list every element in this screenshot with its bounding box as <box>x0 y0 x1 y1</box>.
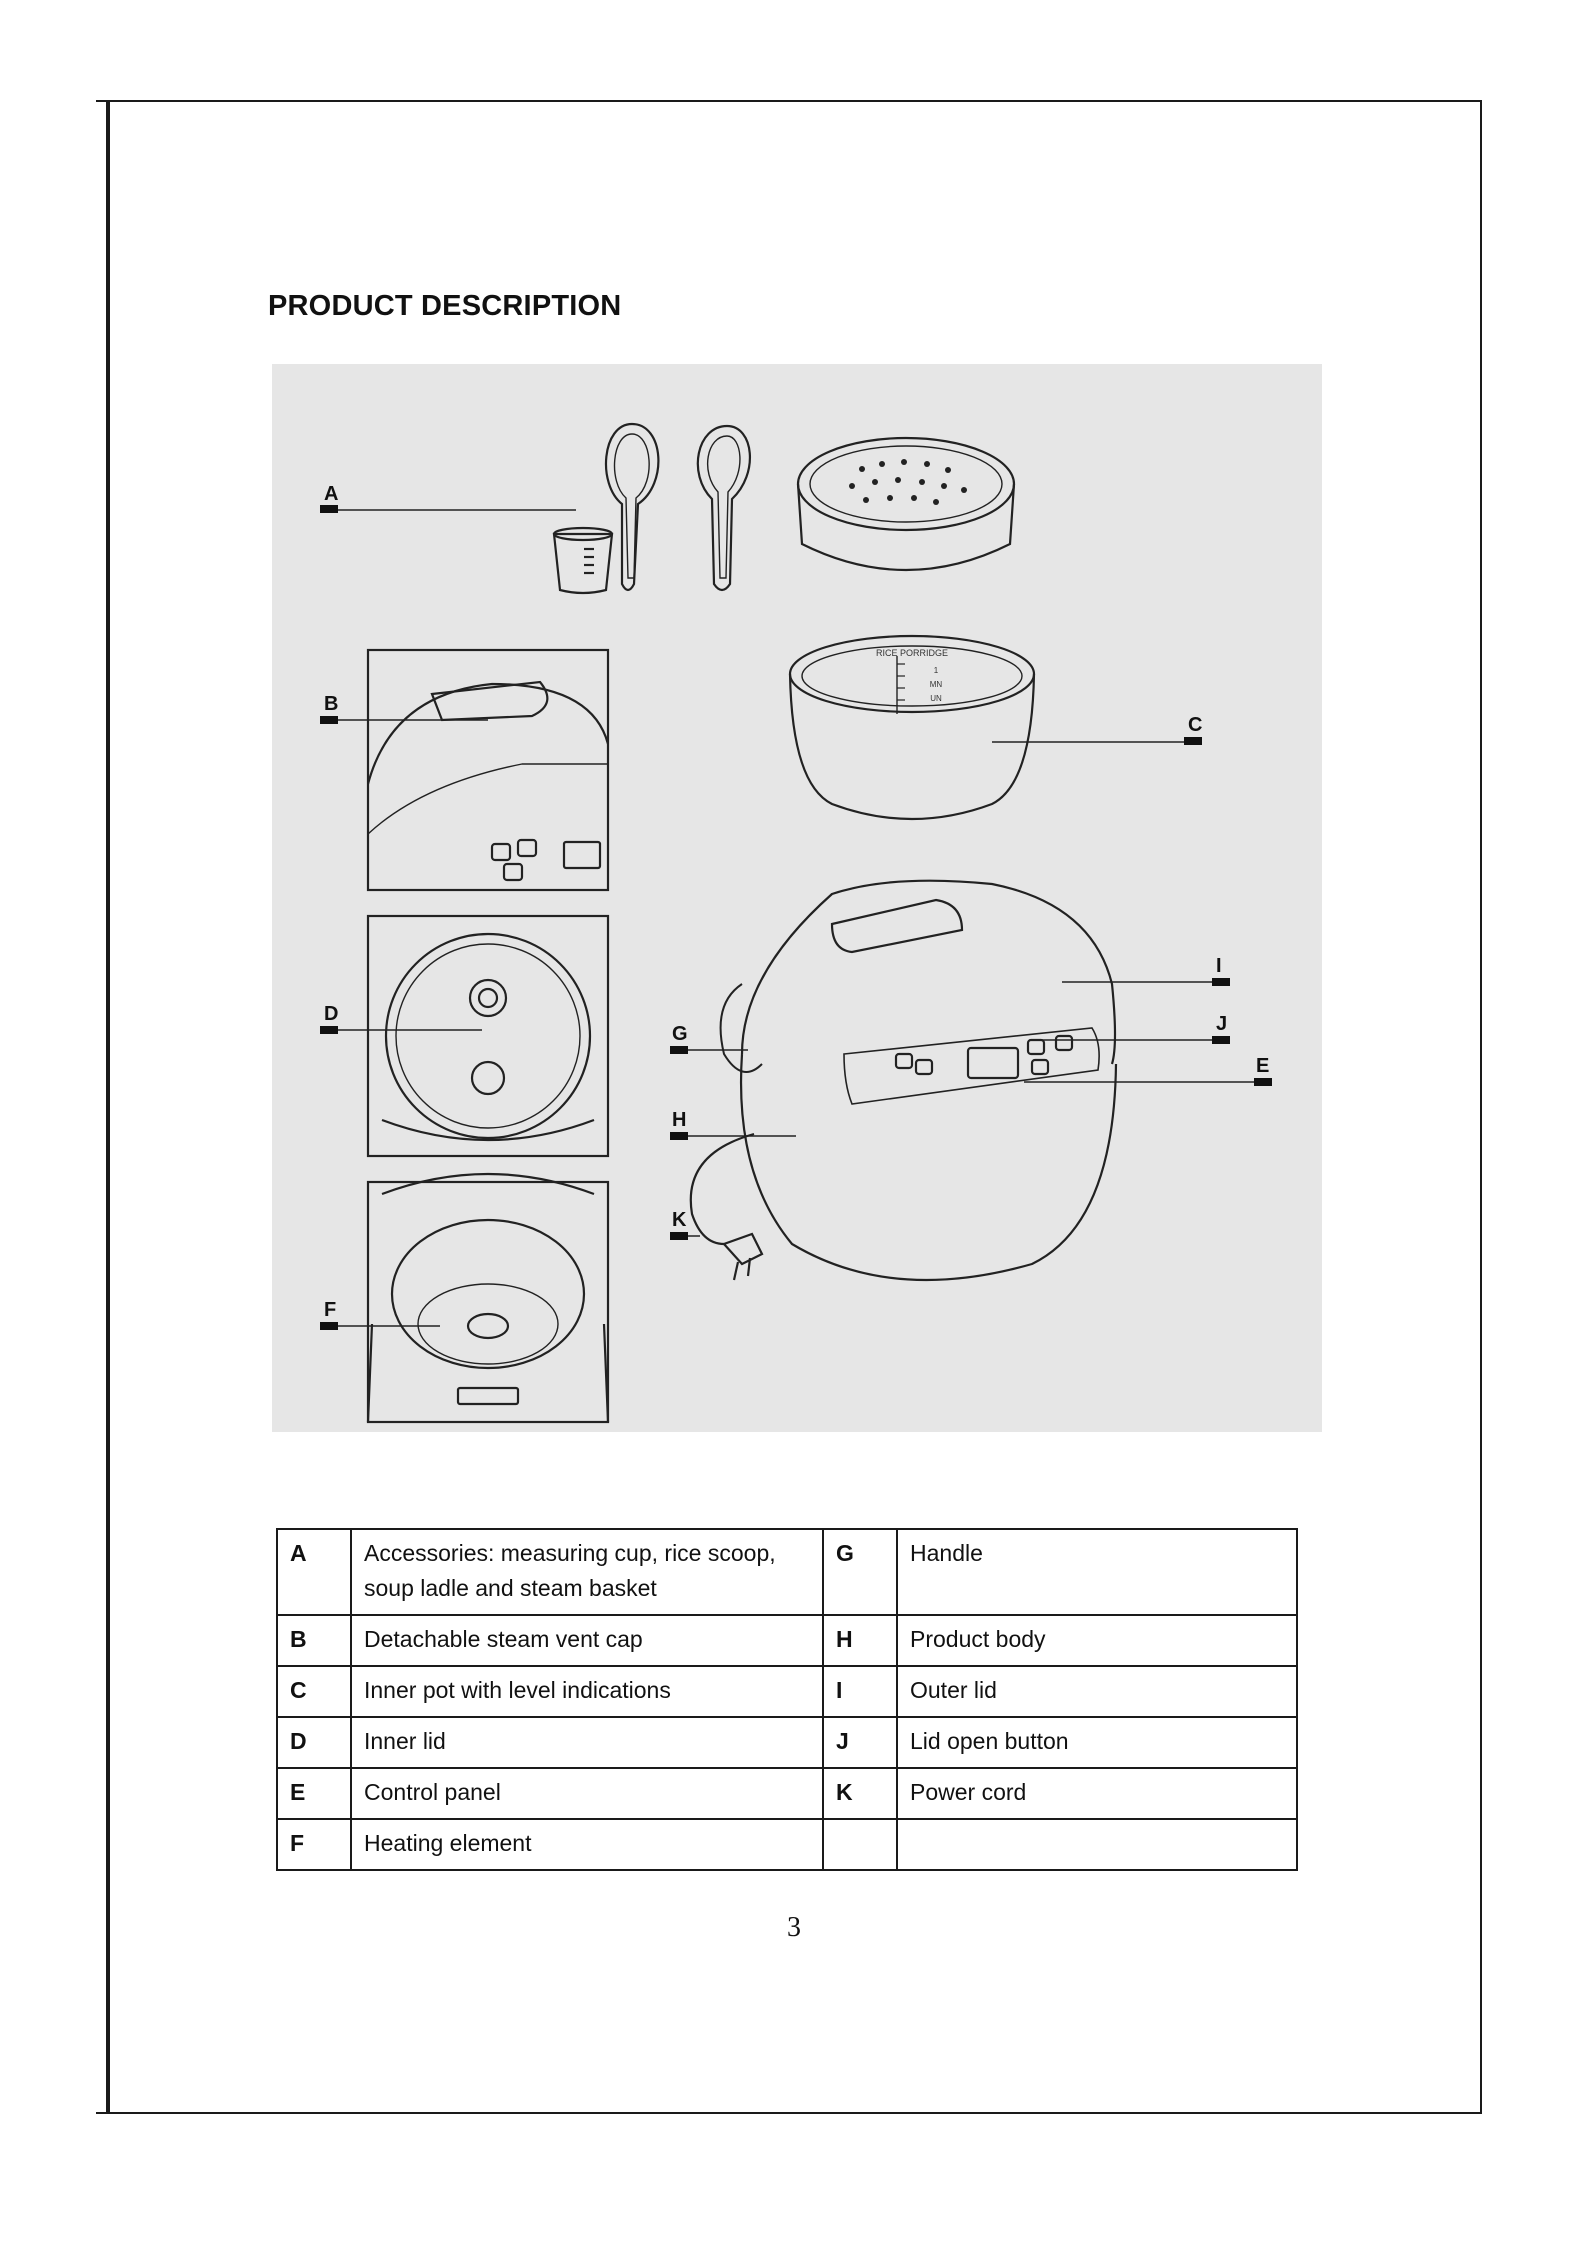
callout-label-f: F <box>324 1299 336 1321</box>
part-key: J <box>822 1716 898 1769</box>
part-description: Inner pot with level indications <box>350 1665 824 1718</box>
callout-label-e: E <box>1256 1055 1269 1077</box>
table-row: E Control panel K Power cord <box>276 1767 1298 1820</box>
part-key: H <box>822 1614 898 1667</box>
part-description: Accessories: measuring cup, rice scoop, … <box>350 1528 824 1616</box>
callout-label-j: J <box>1216 1013 1227 1035</box>
rice-scoop-illustration <box>604 422 660 592</box>
part-key: A <box>276 1528 352 1616</box>
callout-label-b: B <box>324 693 338 715</box>
callout-label-i: I <box>1216 955 1222 977</box>
part-key: C <box>276 1665 352 1718</box>
callout-label-h: H <box>672 1109 686 1131</box>
part-description: Lid open button <box>896 1716 1298 1769</box>
table-row: B Detachable steam vent cap H Product bo… <box>276 1614 1298 1667</box>
table-row: C Inner pot with level indications I Out… <box>276 1665 1298 1718</box>
inset-steam-vent-cap <box>366 648 610 892</box>
callout-label-d: D <box>324 1003 338 1025</box>
inset-heating-element <box>366 1172 610 1424</box>
inner-pot-marking-label: MN <box>930 680 943 689</box>
part-description: Heating element <box>350 1818 824 1871</box>
part-key: F <box>276 1818 352 1871</box>
page-number: 3 <box>787 1912 801 1943</box>
callout-label-c: C <box>1188 714 1202 736</box>
table-row: A Accessories: measuring cup, rice scoop… <box>276 1528 1298 1616</box>
table-row: F Heating element <box>276 1818 1298 1871</box>
part-description: Handle <box>896 1528 1298 1616</box>
part-key: D <box>276 1716 352 1769</box>
part-description: Power cord <box>896 1767 1298 1820</box>
rice-cooker-diagram: RICE PORRIDGE 1 MN UN <box>320 422 1272 1424</box>
steam-basket-holes <box>849 459 967 505</box>
callout-label-k: K <box>672 1209 687 1231</box>
callout-label-g: G <box>672 1023 688 1045</box>
frame-corner-mark <box>96 2112 110 2114</box>
measuring-cup-illustration <box>552 526 614 595</box>
part-key: K <box>822 1767 898 1820</box>
inset-inner-lid <box>366 914 610 1158</box>
callout-label-a: A <box>324 483 338 505</box>
part-key <box>822 1818 898 1871</box>
page-title: PRODUCT DESCRIPTION <box>268 290 622 322</box>
callout-leaders <box>322 509 1270 1327</box>
product-illustration: RICE PORRIDGE 1 MN UN <box>272 364 1322 1432</box>
inner-pot-illustration <box>788 634 1036 821</box>
inner-pot-marking-header: RICE PORRIDGE <box>876 648 948 658</box>
part-key: I <box>822 1665 898 1718</box>
part-description <box>896 1818 1298 1871</box>
part-key: G <box>822 1528 898 1616</box>
part-key: B <box>276 1614 352 1667</box>
part-key: E <box>276 1767 352 1820</box>
soup-ladle-illustration <box>696 424 752 592</box>
part-description: Outer lid <box>896 1665 1298 1718</box>
part-description: Control panel <box>350 1767 824 1820</box>
page-frame <box>108 100 1482 2114</box>
part-description: Inner lid <box>350 1716 824 1769</box>
rice-cooker-body <box>689 879 1118 1282</box>
callout-markers <box>320 505 1272 1330</box>
steam-basket-illustration <box>796 436 1016 571</box>
part-description: Detachable steam vent cap <box>350 1614 824 1667</box>
table-row: D Inner lid J Lid open button <box>276 1716 1298 1769</box>
part-description: Product body <box>896 1614 1298 1667</box>
inner-pot-marking-label: 1 <box>934 666 939 675</box>
inner-pot-marking-label: UN <box>930 694 942 703</box>
frame-corner-mark <box>96 100 110 102</box>
parts-table: A Accessories: measuring cup, rice scoop… <box>276 1528 1298 1871</box>
